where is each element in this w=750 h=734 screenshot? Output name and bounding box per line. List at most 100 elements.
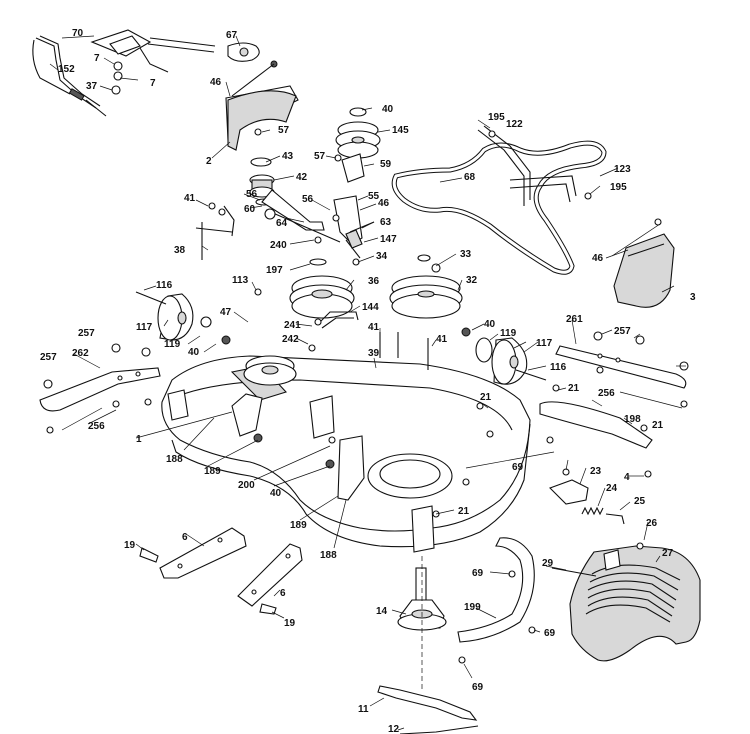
anti-scalp-bar-262 [39, 367, 161, 412]
callout-41: 41 [184, 193, 196, 204]
callout-59: 59 [380, 159, 392, 170]
anti-scalp-bar-261 [555, 345, 687, 389]
callout-195: 195 [488, 112, 505, 123]
callout-256: 256 [598, 388, 615, 399]
callout-257: 257 [40, 352, 57, 363]
callout-145: 145 [392, 125, 409, 136]
callout-21: 21 [458, 506, 470, 517]
callout-257: 257 [78, 328, 95, 339]
callout-6: 6 [280, 588, 286, 599]
callout-46: 46 [210, 77, 222, 88]
callout-11: 11 [358, 704, 369, 715]
deck-brackets [167, 389, 435, 553]
callout-21: 21 [652, 420, 664, 431]
deck-bolts [253, 430, 494, 518]
callout-189: 189 [204, 466, 221, 477]
gauge-wheel-right [461, 327, 547, 385]
callout-40: 40 [484, 319, 496, 330]
callout-188: 188 [166, 454, 183, 465]
callout-152: 152 [58, 64, 75, 75]
bracket-59 [341, 153, 365, 183]
callout-19: 19 [124, 540, 136, 551]
callout-41: 41 [368, 322, 380, 333]
callout-40: 40 [382, 104, 394, 115]
callout-12: 12 [388, 724, 400, 734]
callout-47: 47 [220, 307, 232, 318]
callout-3: 3 [690, 292, 696, 303]
callout-256: 256 [88, 421, 105, 432]
leader-lines [49, 35, 686, 731]
pin-25 [605, 513, 625, 525]
spindle-assembly-14 [397, 556, 447, 690]
callout-57: 57 [278, 125, 290, 136]
callout-240: 240 [270, 240, 287, 251]
callout-261: 261 [566, 314, 583, 325]
callout-34: 34 [376, 251, 388, 262]
callout-27: 27 [662, 548, 674, 559]
callout-32: 32 [466, 275, 478, 286]
callout-37: 37 [86, 81, 98, 92]
callout-60: 60 [244, 204, 256, 215]
callout-69: 69 [472, 682, 484, 693]
callout-23: 23 [590, 466, 602, 477]
callout-38: 38 [174, 245, 186, 256]
callout-7: 7 [94, 53, 100, 64]
callout-39: 39 [368, 348, 380, 359]
callout-197: 197 [266, 265, 283, 276]
callout-200: 200 [238, 480, 255, 491]
callout-14: 14 [376, 606, 388, 617]
callout-42: 42 [296, 172, 308, 183]
hardware [43, 60, 689, 664]
callout-19: 19 [284, 618, 296, 629]
callout-21: 21 [568, 383, 580, 394]
callout-6: 6 [182, 532, 188, 543]
callout-21: 21 [480, 392, 492, 403]
callout-199: 199 [464, 602, 481, 613]
callout-116: 116 [156, 280, 173, 291]
callout-25: 25 [634, 496, 646, 507]
callout-46: 46 [592, 253, 604, 264]
gauge-wheel-left [135, 291, 231, 345]
discharge-chute-27 [551, 545, 701, 662]
callout-1: 1 [136, 434, 142, 445]
callout-24: 24 [606, 483, 618, 494]
drive-belt-68 [391, 140, 607, 275]
pulley-145 [335, 107, 381, 159]
callout-7: 7 [150, 78, 156, 89]
callout-64: 64 [276, 218, 288, 229]
callout-122: 122 [506, 119, 523, 130]
callout-119: 119 [500, 328, 517, 339]
belt-cover-3 [613, 233, 675, 308]
callout-29: 29 [542, 558, 554, 569]
callout-195: 195 [610, 182, 627, 193]
callout-69: 69 [544, 628, 556, 639]
callout-68: 68 [464, 172, 476, 183]
callout-189: 189 [290, 520, 307, 531]
pulley-36 [289, 258, 355, 319]
callout-69: 69 [512, 462, 524, 473]
callout-40: 40 [270, 488, 282, 499]
pulley-32 [389, 254, 463, 319]
callout-33: 33 [460, 249, 472, 260]
callout-119: 119 [164, 339, 181, 350]
blade-11 [377, 685, 479, 734]
bracket-144 [319, 311, 359, 329]
callout-41: 41 [436, 334, 448, 345]
callout-63: 63 [380, 217, 392, 228]
support-plate-6-right [237, 543, 303, 615]
callout-67: 67 [226, 30, 238, 41]
callout-144: 144 [362, 302, 379, 313]
belt-shield-2 [227, 90, 297, 151]
callout-188: 188 [320, 550, 337, 561]
callout-4: 4 [624, 472, 630, 483]
callout-123: 123 [614, 164, 631, 175]
spring-24 [581, 506, 604, 516]
callout-43: 43 [282, 151, 294, 162]
callout-26: 26 [646, 518, 658, 529]
callout-116: 116 [550, 362, 567, 373]
callout-40: 40 [188, 347, 200, 358]
callout-262: 262 [72, 348, 89, 359]
callout-70: 70 [72, 28, 84, 39]
deflector-rod-198 [539, 401, 653, 449]
